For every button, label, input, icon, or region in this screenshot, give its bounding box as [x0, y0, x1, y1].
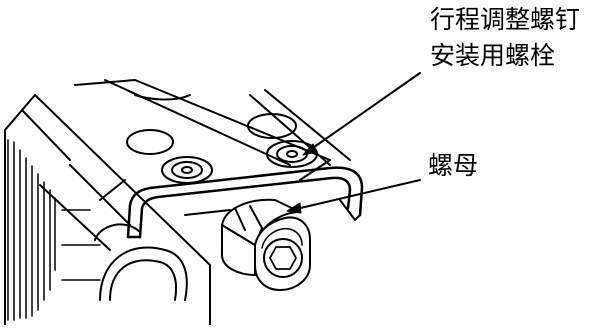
- leader-stroke-screw-arrowhead: [302, 143, 318, 156]
- adjuster-bracket: [126, 166, 364, 239]
- nut-label: 螺母: [428, 151, 479, 180]
- rail-ribs: [7, 139, 101, 321]
- stroke-adjusting-screw-label-line1: 行程调整螺钉: [430, 5, 581, 34]
- mounting-bolts: [161, 140, 318, 184]
- leader-nut-arrowhead: [286, 202, 302, 214]
- rail-body: [4, 94, 211, 326]
- stroke-adjusting-screw-label-line2: 安装用螺栓: [430, 41, 556, 70]
- nut-assembly: [221, 198, 311, 291]
- leader-stroke-screw: [306, 72, 421, 153]
- end-plate: [94, 199, 361, 301]
- leader-lines: [286, 72, 421, 214]
- leader-nut: [291, 179, 421, 211]
